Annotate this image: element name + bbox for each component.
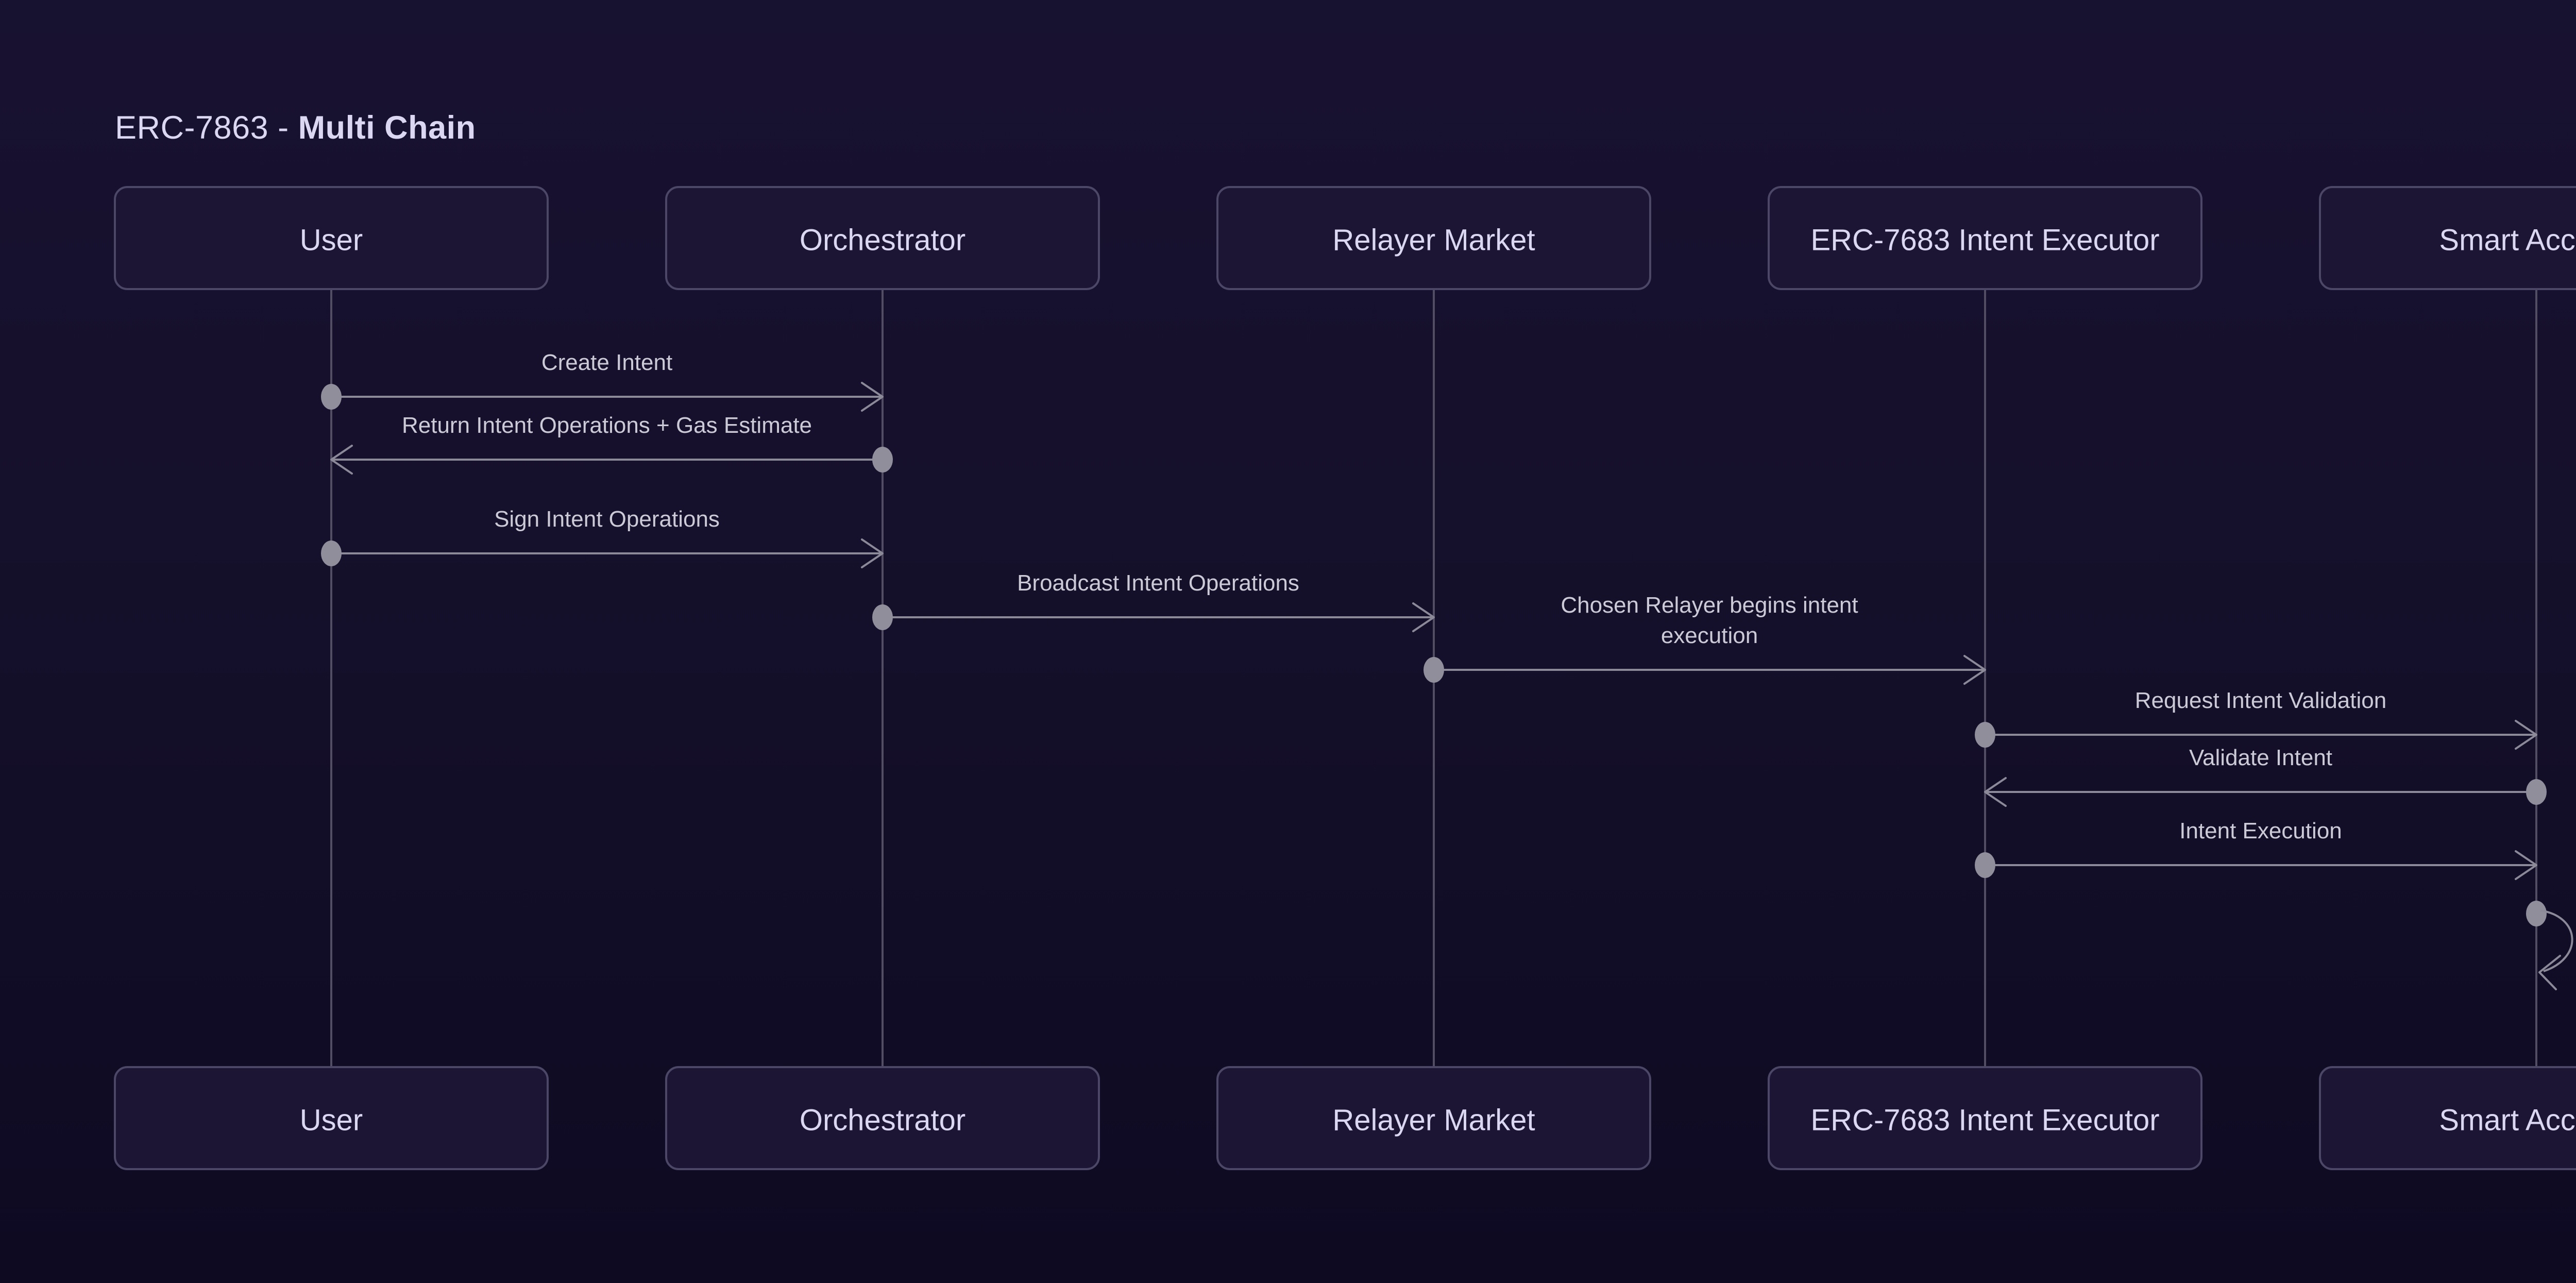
message-label-sign-intent-operations: Sign Intent Operations <box>494 507 720 532</box>
actor-box-smart-account-top <box>2319 186 2576 290</box>
message-label-broadcast-intent-operations: Broadcast Intent Operations <box>1017 570 1299 596</box>
actor-box-user-top <box>114 186 549 290</box>
actor-box-intent-executor-top <box>1768 186 2202 290</box>
arrowhead-icon-broadcast-intent-operations <box>1412 602 1435 632</box>
actor-label-orchestrator-top: Orchestrator <box>800 224 965 257</box>
origin-dot-executes-calldata <box>2526 901 2547 926</box>
message-intent-execution: Intent Execution <box>1975 818 2537 880</box>
actor-box-relayer-market-top <box>1216 186 1651 290</box>
origin-dot-request-intent-validation <box>1975 722 1995 748</box>
actor-label-smart-account-top: Smart Account <box>2439 224 2576 257</box>
message-label-validate-intent: Validate Intent <box>2189 745 2332 770</box>
actor-label-user-bottom: User <box>300 1104 363 1137</box>
actor-label-intent-executor-top: ERC-7683 Intent Executor <box>1810 224 2159 257</box>
origin-dot-create-intent <box>321 384 342 410</box>
diagram-title-emphasis: Multi Chain <box>298 110 476 146</box>
actor-label-orchestrator-bottom: Orchestrator <box>800 1104 965 1137</box>
origin-dot-sign-intent-operations <box>321 541 342 566</box>
actor-label-user-top: User <box>300 224 363 257</box>
arrowhead-icon-executes-calldata <box>2538 955 2561 990</box>
origin-dot-broadcast-intent-operations <box>872 604 893 630</box>
actor-label-relayer-market-bottom: Relayer Market <box>1332 1104 1535 1137</box>
message-label-create-intent: Create Intent <box>541 350 672 375</box>
message-label-return-intent-operations: Return Intent Operations + Gas Estimate <box>402 413 812 438</box>
origin-dot-return-intent-operations <box>872 447 893 472</box>
arrowhead-icon-create-intent <box>861 382 884 412</box>
message-label-chosen-relayer-begins-intent-execution-line-2: execution <box>1661 623 1758 648</box>
actor-box-relayer-market-bottom <box>1216 1066 1651 1170</box>
origin-dot-validate-intent <box>2526 779 2547 805</box>
actor-box-user-bottom <box>114 1066 549 1170</box>
message-broadcast-intent-operations: Broadcast Intent Operations <box>872 570 1435 632</box>
arrowhead-icon-intent-execution <box>2515 850 2537 880</box>
actor-label-relayer-market-top: Relayer Market <box>1332 224 1535 257</box>
arrowhead-icon-sign-intent-operations <box>861 538 884 568</box>
message-chosen-relayer-begins-intent-execution: Chosen Relayer begins intent execution <box>1423 593 1986 685</box>
message-label-chosen-relayer-begins-intent-execution-line-1: Chosen Relayer begins intent <box>1561 593 1858 618</box>
origin-dot-chosen-relayer-begins-intent-execution <box>1423 657 1444 683</box>
actor-box-smart-account-bottom <box>2319 1066 2576 1170</box>
message-sign-intent-operations: Sign Intent Operations <box>321 507 884 568</box>
arrowhead-icon-chosen-relayer-begins-intent-execution <box>1963 655 1986 685</box>
message-create-intent: Create Intent <box>321 350 884 412</box>
actor-box-orchestrator-top <box>665 186 1100 290</box>
actor-box-intent-executor-bottom <box>1768 1066 2202 1170</box>
message-validate-intent: Validate Intent <box>1984 745 2547 807</box>
message-return-intent-operations: Return Intent Operations + Gas Estimate <box>330 413 893 475</box>
message-request-intent-validation: Request Intent Validation <box>1975 688 2537 750</box>
arrowhead-icon-request-intent-validation <box>2515 720 2537 750</box>
actor-label-smart-account-bottom: Smart Account <box>2439 1104 2576 1137</box>
self-loop-arc-executes-calldata <box>2540 909 2573 972</box>
message-label-intent-execution: Intent Execution <box>2179 818 2342 843</box>
message-label-request-intent-validation: Request Intent Validation <box>2135 688 2386 713</box>
diagram-title-prefix: ERC-7863 - <box>115 110 298 146</box>
message-executes-calldata: Executes Calldata <box>2526 901 2573 990</box>
diagram-title: ERC-7863 - Multi Chain <box>115 109 476 146</box>
actor-label-intent-executor-bottom: ERC-7683 Intent Executor <box>1810 1104 2159 1137</box>
arrowhead-icon-validate-intent <box>1984 777 2007 807</box>
origin-dot-intent-execution <box>1975 852 1995 878</box>
arrowhead-icon-return-intent-operations <box>330 445 353 475</box>
actor-box-orchestrator-bottom <box>665 1066 1100 1170</box>
